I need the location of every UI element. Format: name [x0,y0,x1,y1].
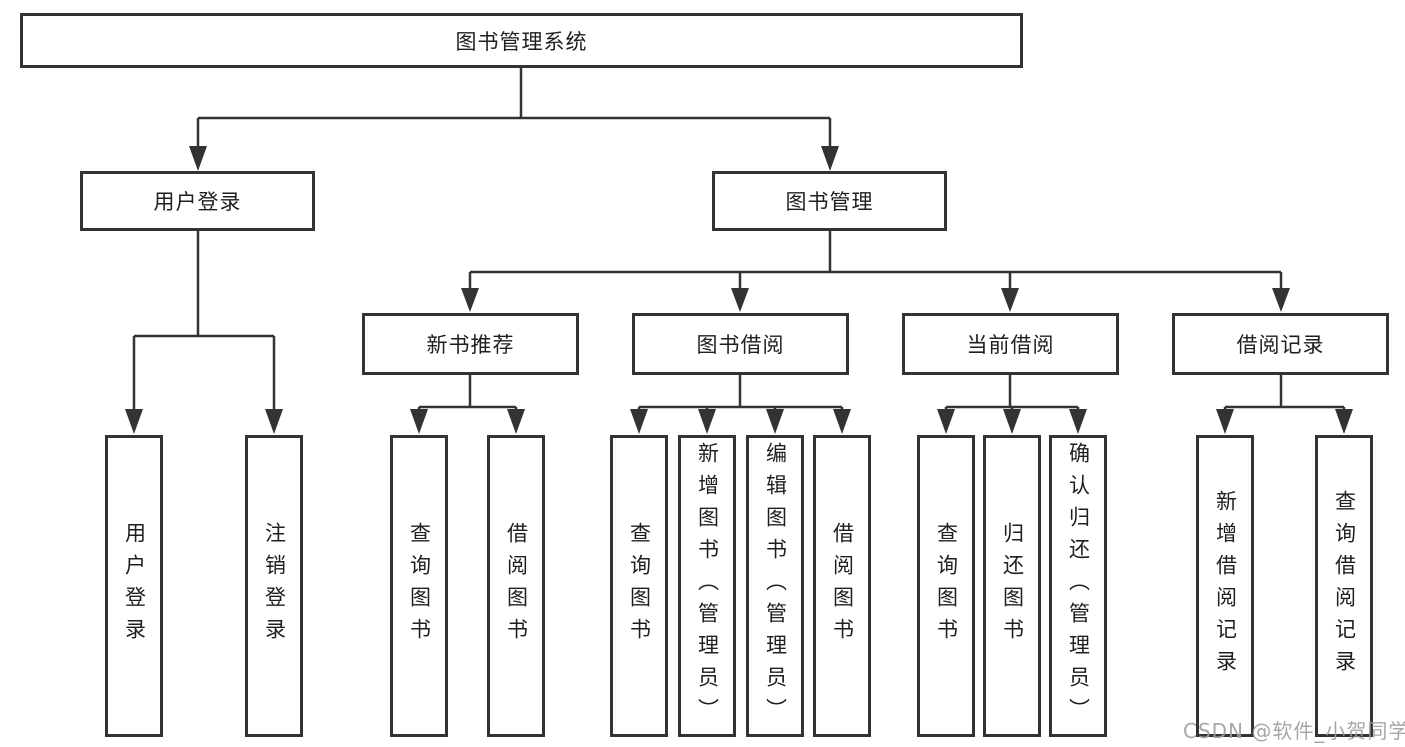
leaf-label: 借阅图书 [830,522,855,650]
leaf-borrow-books-2: 借阅图书 [813,435,871,737]
leaf-query-books-3: 查询图书 [917,435,975,737]
leaf-return-books: 归还图书 [983,435,1041,737]
leaf-label: 编辑图书（管理员） [763,442,788,730]
leaf-confirm-return-admin: 确认归还（管理员） [1049,435,1107,737]
arrowhead [461,288,479,312]
leaf-label: 用户登录 [122,522,147,650]
node-borrow-records: 借阅记录 [1172,313,1389,375]
node-user-login: 用户登录 [80,171,315,231]
arrowhead [731,288,749,312]
arrowhead [1335,409,1353,434]
leaf-label: 查询图书 [407,522,432,650]
leaf-label: 新增借阅记录 [1213,490,1238,682]
arrowhead [410,409,428,434]
leaf-label: 确认归还（管理员） [1066,442,1091,730]
arrowhead [698,409,716,434]
leaf-label: 注销登录 [262,522,287,650]
leaf-add-borrow-record: 新增借阅记录 [1196,435,1254,737]
leaf-borrow-books-1: 借阅图书 [487,435,545,737]
leaf-label: 查询图书 [934,522,959,650]
arrowhead [766,409,784,434]
arrowhead [833,409,851,434]
node-book-borrow: 图书借阅 [632,313,849,375]
arrowhead [1001,288,1019,312]
arrowhead [1003,409,1021,434]
leaf-edit-books-admin: 编辑图书（管理员） [746,435,804,737]
leaf-label: 查询借阅记录 [1332,490,1357,682]
node-book-management: 图书管理 [712,171,947,231]
arrowhead [1216,409,1234,434]
arrowhead [265,409,283,434]
node-new-book-recommend: 新书推荐 [362,313,579,375]
leaf-logout: 注销登录 [245,435,303,737]
leaf-user-login: 用户登录 [105,435,163,737]
arrowhead [125,409,143,434]
arrowhead [1272,288,1290,312]
arrowhead [821,146,839,171]
arrowhead [189,146,207,171]
leaf-query-books-2: 查询图书 [610,435,668,737]
leaf-query-borrow-record: 查询借阅记录 [1315,435,1373,737]
arrowhead [1069,409,1087,434]
arrowhead [937,409,955,434]
leaf-label: 借阅图书 [504,522,529,650]
leaf-label: 归还图书 [1000,522,1025,650]
arrowhead [630,409,648,434]
node-library-management-system: 图书管理系统 [20,13,1023,68]
csdn-watermark: CSDN @软件_小贺同学 [1183,719,1405,743]
node-current-borrow: 当前借阅 [902,313,1119,375]
leaf-add-books-admin: 新增图书（管理员） [678,435,736,737]
arrowhead [507,409,525,434]
leaf-label: 新增图书（管理员） [695,442,720,730]
leaf-label: 查询图书 [627,522,652,650]
leaf-query-books-1: 查询图书 [390,435,448,737]
